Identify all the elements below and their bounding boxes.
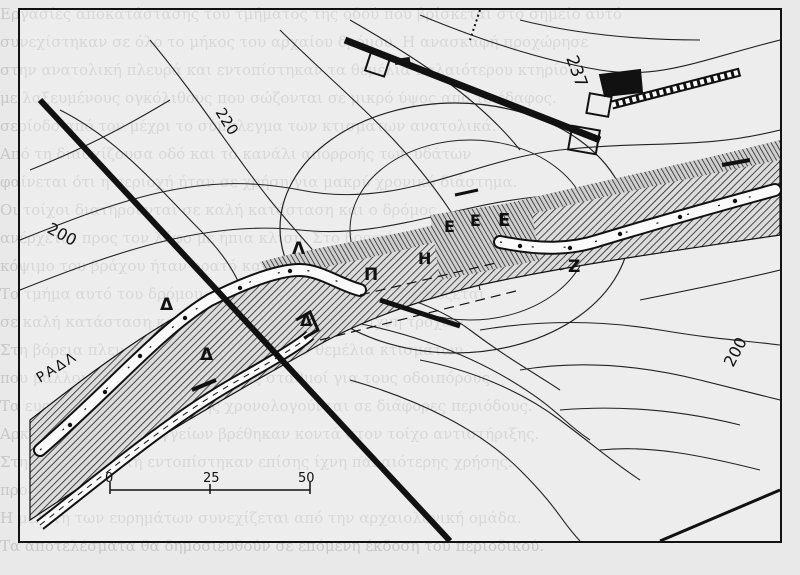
lower-right-line: [659, 488, 780, 541]
letter-eta: Η: [418, 249, 431, 268]
contour-label-200-left: 200: [44, 219, 80, 250]
beaded-wall: [610, 67, 742, 110]
road-label: ΡΑΔΛ: [34, 349, 81, 387]
hatch-cluster: [430, 200, 540, 280]
building-structures: [363, 48, 644, 156]
contour-label-220: 220: [212, 105, 242, 139]
feature-marker: [295, 309, 320, 340]
letter-epsilon-1: Ε: [444, 217, 455, 236]
road-survey-points: [67, 198, 738, 428]
letter-delta-upper: Δ: [300, 311, 313, 330]
scale-label-25: 25: [203, 471, 220, 486]
letter-epsilon-2: Ε: [470, 211, 481, 230]
letter-pi: Π: [364, 265, 378, 285]
letter-delta-lower: Δ: [200, 345, 214, 365]
scale-label-50: 50: [298, 471, 315, 486]
contour-label-237: 237: [561, 53, 591, 90]
diagonal-boundary-line: [37, 97, 453, 541]
letter-zeta: Ζ: [568, 257, 580, 277]
letter-epsilon-3: Ε: [498, 210, 510, 231]
scale-bar: [109, 482, 311, 494]
letter-delta-west: Δ: [160, 295, 174, 315]
scale-label-0: 0: [105, 471, 113, 486]
upper-boundary-line: [343, 36, 602, 144]
letter-lambda: Λ: [292, 239, 306, 259]
channel-dashed: [359, 261, 501, 296]
